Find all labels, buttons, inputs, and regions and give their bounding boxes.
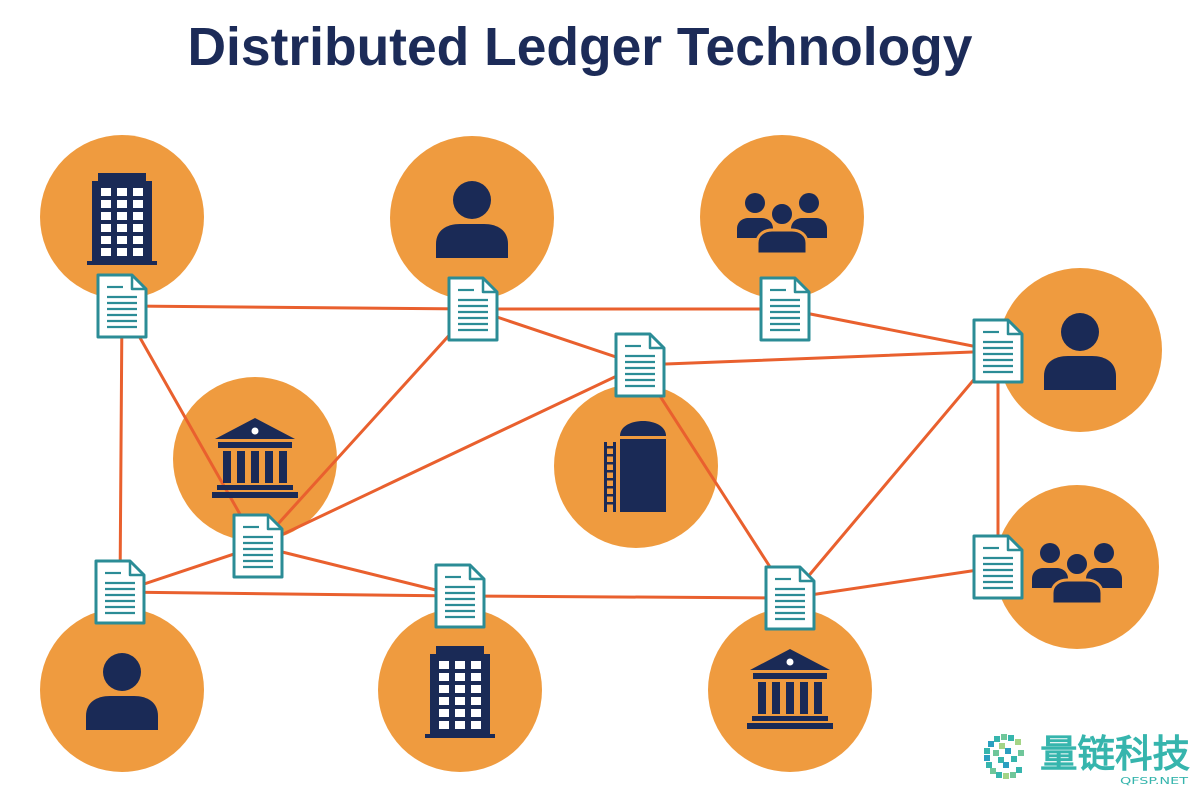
- connection-line: [256, 544, 462, 598]
- ledger-document-icon: [759, 276, 811, 342]
- ledger-document-icon: [447, 276, 499, 342]
- watermark-brand: 量链科技: [1040, 732, 1190, 776]
- ledger-document-icon: [972, 534, 1024, 600]
- ledger-document-icon: [614, 332, 666, 398]
- connection-line: [471, 307, 642, 367]
- participant-icons: [86, 173, 1124, 738]
- ledger-document-icon: [972, 318, 1024, 384]
- participant-nodes: [40, 135, 1162, 772]
- connection-line: [638, 363, 792, 600]
- connection-line: [256, 363, 642, 548]
- connection-line: [783, 307, 1000, 353]
- ledger-document-icon: [94, 559, 146, 625]
- ledger-document-icon: [434, 563, 486, 629]
- connection-line: [256, 307, 475, 548]
- watermark-domain: QFSP.NET: [1120, 776, 1189, 787]
- connection-line: [638, 349, 1000, 367]
- ledger-document-icon: [764, 565, 816, 631]
- diagram-title: Distributed Ledger Technology: [188, 17, 973, 77]
- ledger-document-icon: [96, 273, 148, 339]
- connection-line: [118, 590, 462, 598]
- connection-line: [120, 304, 260, 548]
- office-building-icon: [87, 173, 157, 265]
- qfsp-logo-icon: [984, 734, 1024, 779]
- connection-line: [118, 304, 124, 594]
- office-building-icon: [425, 646, 495, 738]
- ledger-documents: [94, 273, 1024, 631]
- connection-line: [120, 304, 475, 311]
- connection-line: [788, 349, 1000, 600]
- connection-line: [458, 594, 792, 600]
- watermark: 量链科技 QFSP.NET: [984, 732, 1190, 787]
- connection-line: [788, 565, 1000, 600]
- ledger-document-icon: [232, 513, 284, 579]
